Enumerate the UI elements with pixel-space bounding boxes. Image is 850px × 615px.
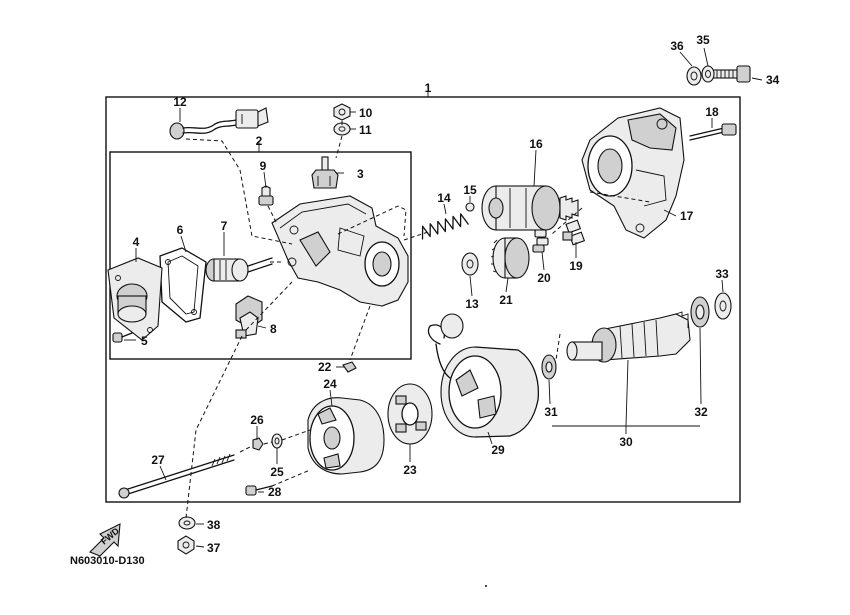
part-washer-right [714,292,732,320]
callout-20: 20 [537,271,551,285]
part-yoke [427,313,540,438]
callout-25: 25 [270,465,284,479]
callout-34: 34 [766,73,780,87]
callout-5: 5 [141,334,148,348]
callout-19: 19 [569,259,583,273]
part-gear [490,237,530,279]
callout-12: 12 [173,95,187,109]
callout-15: 15 [463,183,477,197]
callout-18: 18 [705,105,719,119]
callout-9: 9 [260,159,267,173]
part-screw-26 [252,437,264,451]
callout-28: 28 [268,485,282,499]
part-plunger [205,257,273,282]
part-bearing-right [690,296,710,328]
callout-26: 26 [250,413,264,427]
part-bolt-top [712,65,751,83]
sub-assembly-frame [109,151,412,360]
callout-35: 35 [696,33,710,47]
part-washer-top [701,65,715,83]
diagram-code: N603010-D130 [70,555,145,567]
part-lead-wire [169,107,269,140]
part-brush-plate [387,383,433,445]
part-screw-28 [245,485,273,496]
part-end-cover [107,257,163,341]
part-nut-37 [177,535,195,555]
callout-17: 17 [680,209,694,223]
part-terminal-bolt [311,156,339,189]
fwd-arrow-icon: FWD [89,523,121,557]
callout-4: 4 [133,235,140,249]
part-armature [566,311,691,363]
callout-6: 6 [177,223,184,237]
assembly-frame [105,96,741,503]
callout-36: 36 [670,39,684,53]
callout-32: 32 [694,405,708,419]
stray-dot [485,585,487,587]
part-washer-mid [461,252,479,276]
alignment-lines [185,121,651,519]
callout-3: 3 [357,167,364,181]
callout-21: 21 [499,293,513,307]
callout-24: 24 [323,377,337,391]
callout-labels: 1 2 3 4 5 6 7 8 9 10 11 12 13 14 15 16 1… [133,33,780,555]
callout-30: 30 [619,435,633,449]
callout-1: 1 [425,81,432,95]
part-washer-38 [178,516,196,530]
callout-7: 7 [221,219,228,233]
part-small-brushes [532,229,549,253]
callout-14: 14 [437,191,451,205]
callout-11: 11 [359,123,372,137]
callout-29: 29 [491,443,505,457]
callout-16: 16 [529,137,543,151]
part-steel-ball [465,202,475,212]
part-screw [258,185,274,206]
part-bolt-front [689,123,737,141]
callout-33: 33 [715,267,729,281]
part-nut [333,103,351,121]
part-bearing-left [541,354,557,380]
callout-22: 22 [318,360,332,374]
part-rear-cover [307,397,385,475]
callout-31: 31 [544,405,558,419]
part-front-housing [581,107,685,239]
part-clip [342,361,357,373]
callout-13: 13 [465,297,479,311]
callout-2: 2 [256,134,263,148]
part-washer [333,122,351,136]
part-switch-housing [271,195,409,307]
part-brush-terminal [235,295,263,339]
part-washer-25 [271,433,283,449]
part-through-bolt [118,453,235,499]
callout-37: 37 [207,541,221,555]
part-small-screw [112,332,133,343]
callout-23: 23 [403,463,417,477]
leader-lines [124,47,763,548]
callout-38: 38 [207,518,221,532]
callout-27: 27 [151,453,165,467]
callout-8: 8 [270,322,277,336]
part-spring-washer-top [686,66,702,86]
part-pinion-clutch [481,185,579,231]
part-spring [421,213,469,240]
part-gasket [159,247,207,323]
part-brush-set [562,219,586,246]
callout-10: 10 [359,106,373,120]
